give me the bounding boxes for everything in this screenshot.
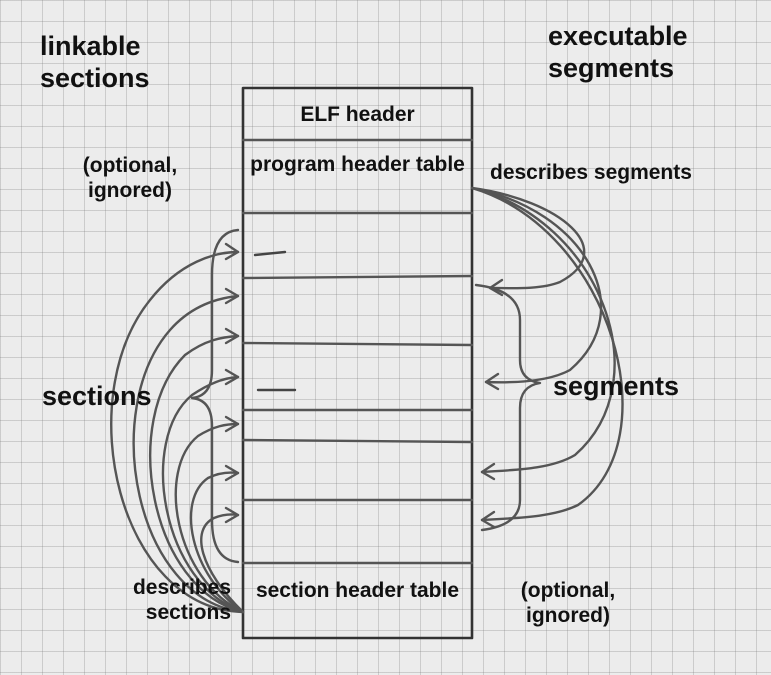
describes-segments-label: describes segments bbox=[490, 161, 692, 184]
segment-arrow bbox=[470, 186, 603, 384]
section-arrow bbox=[161, 375, 245, 614]
segment-arrow bbox=[470, 186, 616, 474]
section-arrow bbox=[132, 294, 245, 614]
arrow-head bbox=[224, 464, 240, 482]
executable-segments-heading: executable segments bbox=[548, 21, 688, 84]
describes-sections-label: describes sections bbox=[132, 576, 231, 625]
segment-arrow bbox=[470, 186, 624, 522]
sections-label: sections bbox=[42, 381, 152, 411]
segment-arrow bbox=[470, 186, 586, 290]
right-optional-ignored-label: (optional, ignored) bbox=[520, 579, 616, 628]
arrow-head bbox=[224, 415, 240, 433]
arrow-head bbox=[480, 510, 496, 529]
section-arrow bbox=[174, 422, 245, 614]
section-header-table-label: section header table bbox=[255, 579, 460, 602]
arrow-head bbox=[224, 368, 240, 386]
arrow-head bbox=[224, 327, 240, 345]
divider-section-2 bbox=[241, 341, 474, 347]
arrow-head bbox=[224, 287, 240, 305]
left-optional-ignored-label: (optional, ignored) bbox=[82, 154, 178, 203]
section-arrow bbox=[189, 471, 245, 614]
section-mark bbox=[253, 250, 287, 257]
section-arrow bbox=[200, 513, 245, 614]
divider-section-4 bbox=[241, 438, 474, 444]
arrow-head bbox=[484, 372, 500, 391]
section-arrow bbox=[149, 334, 245, 614]
arrow-head bbox=[224, 506, 240, 524]
linkable-sections-heading: linkable sections bbox=[40, 31, 150, 94]
arrow-head bbox=[488, 278, 504, 297]
elf-header-label: ELF header bbox=[300, 103, 415, 126]
elf-file-box bbox=[241, 86, 474, 640]
segments-label: segments bbox=[553, 371, 680, 401]
divider-section-1 bbox=[241, 274, 474, 280]
program-header-table-label: program header table bbox=[250, 153, 465, 176]
arrow-head bbox=[480, 462, 496, 481]
segments-brace bbox=[474, 283, 542, 532]
section-arrow bbox=[110, 250, 245, 614]
arrow-head bbox=[224, 242, 240, 261]
